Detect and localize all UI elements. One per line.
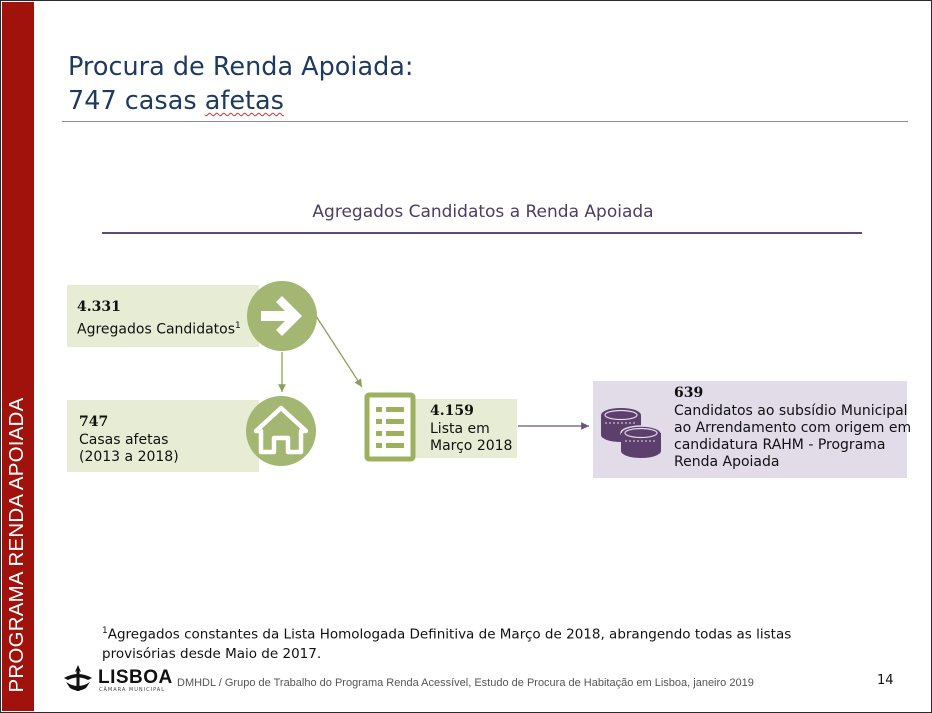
subsidy-number: 639 xyxy=(674,385,704,401)
footnote-marker: 1 xyxy=(102,626,108,636)
subsidy-line-4: Renda Apoiada xyxy=(674,454,780,470)
houses-number: 747 xyxy=(79,414,109,430)
house-icon xyxy=(246,396,316,466)
sidebar-band xyxy=(2,2,34,711)
page-number: 14 xyxy=(877,673,894,688)
candidates-number: 4.331 xyxy=(77,299,121,315)
list-label-2: Março 2018 xyxy=(430,438,513,454)
list-label-1: Lista em xyxy=(430,421,490,437)
logo-subtitle: CÂMARA MUNICIPAL xyxy=(99,687,165,693)
subsidy-box: 639 Candidatos ao subsídio Municipal ao … xyxy=(593,381,911,478)
title-line-2-underlined: afetas xyxy=(204,86,284,116)
footnote: 1Agregados constantes da Lista Homologad… xyxy=(102,622,862,664)
diagram-subtitle: Agregados Candidatos a Renda Apoiada xyxy=(312,202,654,222)
title-divider xyxy=(62,121,908,122)
page-title: Procura de Renda Apoiada: 747 casas afet… xyxy=(68,50,414,118)
subsidy-line-1: Candidatos ao subsídio Municipal xyxy=(674,403,908,419)
arrow-right-icon xyxy=(247,281,317,351)
arrow-candidates-to-list xyxy=(315,315,363,388)
title-line-2: 747 casas afetas xyxy=(68,84,414,118)
list-icon xyxy=(364,392,416,462)
coins-icon xyxy=(601,408,662,458)
houses-label-1: Casas afetas xyxy=(79,432,169,448)
houses-label-2: (2013 a 2018) xyxy=(79,449,179,465)
footnote-line-2: provisórias desde Maio de 2017. xyxy=(102,645,322,662)
subsidy-line-2: ao Arrendamento com origem em xyxy=(674,420,912,436)
title-line-2-prefix: 747 casas xyxy=(68,86,205,116)
candidates-label-text: Agregados Candidatos xyxy=(77,321,236,338)
candidates-box: 4.331 Agregados Candidatos1 xyxy=(67,285,259,347)
list-number: 4.159 xyxy=(430,403,474,419)
candidates-footnote-ref: 1 xyxy=(235,321,241,331)
houses-box: 747 Casas afetas (2013 a 2018) xyxy=(67,400,259,472)
title-line-1: Procura de Renda Apoiada: xyxy=(68,52,414,82)
logo-name: LISBOA xyxy=(98,667,173,688)
lisboa-logo-icon xyxy=(64,665,92,691)
subtitle-divider xyxy=(102,232,862,234)
subsidy-line-3: candidatura RAHM - Programa xyxy=(674,437,886,453)
candidates-label: Agregados Candidatos1 xyxy=(77,318,241,339)
footnote-text-1: Agregados constantes da Lista Homologada… xyxy=(107,626,792,643)
footnote-line-1: 1Agregados constantes da Lista Homologad… xyxy=(102,622,862,645)
footer-source: DMHDL / Grupo de Trabalho do Programa Re… xyxy=(177,677,754,689)
